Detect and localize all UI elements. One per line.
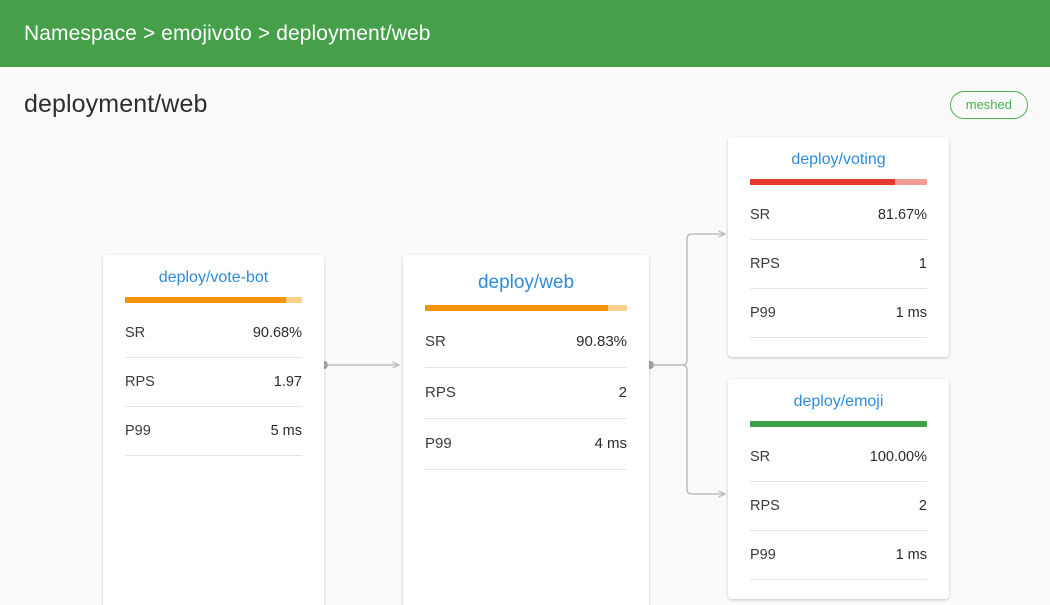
metric-row-rps: RPS 2 [425,368,627,419]
node-title-link[interactable]: deploy/vote-bot [158,269,269,286]
success-rate-bar [750,179,927,186]
metric-value: 100.00% [869,449,927,466]
metric-row-sr: SR 90.68% [125,309,302,359]
metric-value: 1.97 [273,374,302,391]
success-rate-bar-fill [750,421,927,428]
metric-row-sr: SR 100.00% [750,433,927,483]
page-header: deployment/web [0,67,1050,142]
metric-label: SR [125,325,146,342]
metric-label: SR [425,333,446,351]
node-card-vote-bot[interactable]: deploy/vote-bot SR 90.68% RPS 1.97 P99 5… [103,255,324,605]
metric-value: 90.68% [252,325,302,342]
metric-label: RPS [750,256,780,273]
metric-label: RPS [125,374,155,391]
edge-web-to-voting [646,230,727,369]
node-title-link[interactable]: deploy/web [477,272,575,293]
metrics-list: SR 100.00% RPS 2 P99 1 ms [728,433,949,581]
node-title-link[interactable]: deploy/voting [791,151,886,168]
metric-label: RPS [425,384,456,402]
metrics-list: SR 90.68% RPS 1.97 P99 5 ms [103,309,324,457]
metric-label: P99 [425,435,452,453]
success-rate-bar-fill [125,297,286,304]
topology-canvas: deploy/vote-bot SR 90.68% RPS 1.97 P99 5… [0,137,1050,605]
metric-value: 2 [918,498,927,515]
metrics-list: SR 90.83% RPS 2 P99 4 ms [403,317,649,470]
success-rate-bar [125,297,302,304]
edge-votebot-to-web [320,361,401,369]
success-rate-bar [425,304,627,311]
app-bar: Namespace > emojivoto > deployment/web [0,0,1050,67]
metric-value: 1 ms [895,305,927,322]
success-rate-bar-fill [425,304,609,311]
metric-row-p99: P99 1 ms [750,289,927,339]
metric-value: 5 ms [270,423,302,440]
metric-row-rps: RPS 2 [750,482,927,532]
metric-value: 90.83% [576,333,627,351]
metric-label: P99 [750,547,776,564]
status-badge-meshed: meshed [949,91,1028,119]
node-title-link[interactable]: deploy/emoji [793,393,884,410]
metric-row-rps: RPS 1.97 [125,358,302,408]
metric-label: RPS [750,498,780,515]
metric-label: P99 [750,305,776,322]
metric-label: SR [750,207,771,224]
success-rate-bar-fill [750,179,895,186]
node-card-voting[interactable]: deploy/voting SR 81.67% RPS 1 P99 1 ms [728,137,949,357]
breadcrumb[interactable]: Namespace > emojivoto > deployment/web [24,21,431,45]
metric-row-p99: P99 4 ms [425,419,627,470]
metric-label: P99 [125,423,151,440]
metric-value: 2 [618,384,627,402]
metric-row-p99: P99 5 ms [125,407,302,457]
metric-row-sr: SR 81.67% [750,191,927,241]
edge-web-to-emoji [650,364,727,498]
success-rate-bar [750,421,927,428]
node-card-emoji[interactable]: deploy/emoji SR 100.00% RPS 2 P99 1 ms [728,379,949,599]
page-title: deployment/web [24,90,208,118]
metric-label: SR [750,449,771,466]
metric-value: 1 ms [895,547,927,564]
metric-value: 1 [918,256,927,273]
metric-value: 81.67% [877,207,927,224]
metric-value: 4 ms [594,435,627,453]
metric-row-rps: RPS 1 [750,240,927,290]
metrics-list: SR 81.67% RPS 1 P99 1 ms [728,191,949,339]
metric-row-sr: SR 90.83% [425,317,627,368]
node-card-web[interactable]: deploy/web SR 90.83% RPS 2 P99 4 ms [403,255,649,605]
metric-row-p99: P99 1 ms [750,531,927,581]
